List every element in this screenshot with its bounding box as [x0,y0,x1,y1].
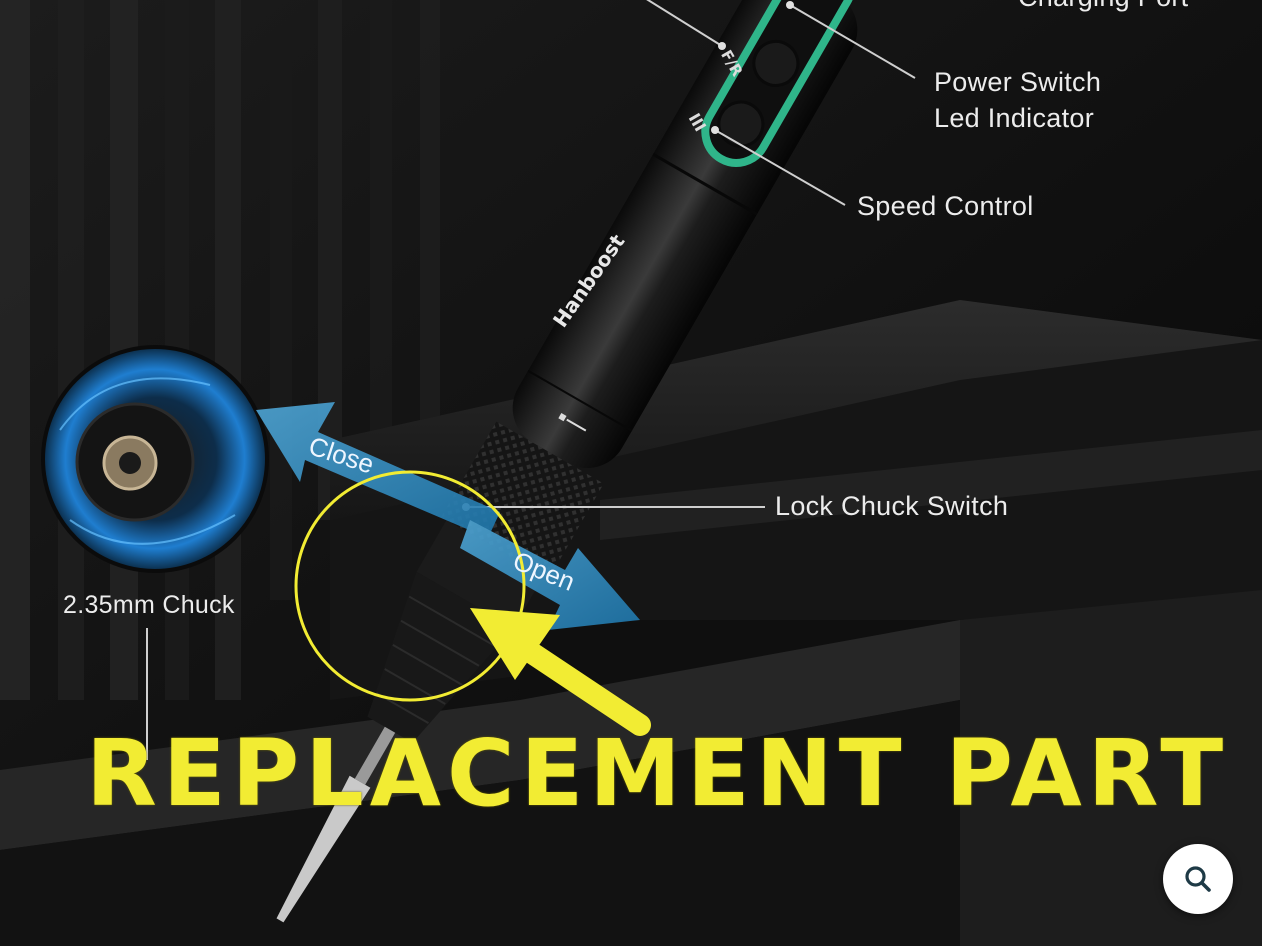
search-icon [1185,866,1211,892]
twist-arrows [256,402,640,630]
led-indicator-label: Led Indicator [934,103,1095,133]
zoom-button[interactable] [1163,844,1233,914]
yellow-annotation [294,470,651,736]
chuck-size-label: 2.35mm Chuck [63,591,235,619]
charging-port-label: Charging Port [1018,0,1189,13]
lock-chuck-switch-label: Lock Chuck Switch [775,491,1009,521]
chuck-inset [41,345,269,573]
replacement-part-overlay: REPLACEMENT PART [86,720,1230,827]
speed-control-label: Speed Control [857,191,1034,221]
callout-lines [146,0,916,760]
power-switch-label: Power Switch [934,67,1102,97]
